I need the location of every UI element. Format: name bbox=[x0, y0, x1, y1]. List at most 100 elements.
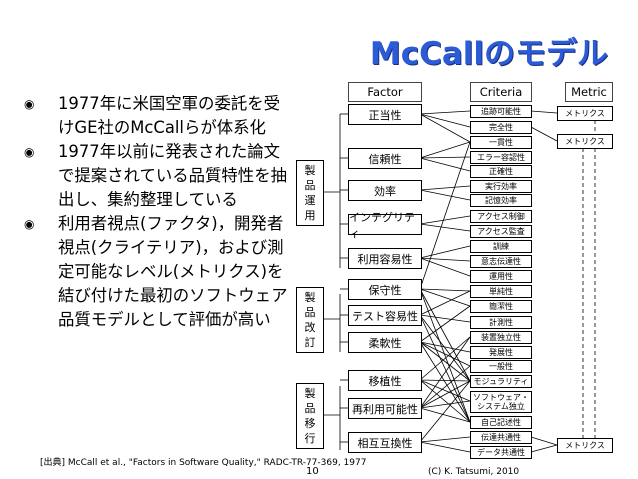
criteria-box: 記憶効率 bbox=[470, 194, 532, 207]
connector-line bbox=[419, 290, 471, 316]
criteria-box: 訓練 bbox=[470, 240, 532, 253]
factor-box: 信頼性 bbox=[348, 148, 422, 169]
factor-box: 保守性 bbox=[348, 279, 422, 300]
bullet-text: 利用者視点(ファクタ)，開発者視点(クライテリア)，および測定可能なレベル(メト… bbox=[58, 214, 288, 329]
connector-line bbox=[530, 444, 558, 453]
bullet-item: ◉ 利用者視点(ファクタ)，開発者視点(クライテリア)，および測定可能なレベル(… bbox=[24, 212, 292, 332]
factor-box: 柔軟性 bbox=[348, 332, 422, 353]
factor-box: テスト容易性 bbox=[348, 305, 422, 326]
criteria-box: 装置独立性 bbox=[470, 331, 532, 344]
connector-line bbox=[530, 436, 558, 446]
criteria-box: 意志伝達性 bbox=[470, 255, 532, 268]
group-label-char: 品 bbox=[304, 306, 316, 319]
connector-line bbox=[530, 110, 558, 114]
connector-line bbox=[419, 185, 471, 191]
criteria-box: アクセス制御 bbox=[470, 210, 532, 223]
bullet-text: 1977年以前に発表された論文で提案されている品質特性を抽出し、集約整理している bbox=[58, 142, 287, 209]
factor-box: 移植性 bbox=[348, 370, 422, 391]
connector-line bbox=[419, 341, 471, 367]
bullet-circle-icon: ◉ bbox=[24, 97, 35, 111]
criteria-box: 完全性 bbox=[470, 121, 532, 134]
connector-line bbox=[419, 400, 471, 409]
criteria-box: アクセス監査 bbox=[470, 225, 532, 238]
group-label-box: 製品運用 bbox=[296, 160, 324, 226]
connector-line bbox=[419, 288, 471, 382]
connector-line bbox=[419, 288, 471, 292]
bullet-circle-icon: ◉ bbox=[24, 217, 35, 231]
criteria-box: 伝達共通性 bbox=[470, 431, 532, 444]
page-number: 10 bbox=[306, 466, 319, 477]
connector-line bbox=[419, 215, 471, 225]
group-label-char: 改 bbox=[304, 321, 316, 334]
criteria-box: 一貫性 bbox=[470, 136, 532, 149]
criteria-box: 運用性 bbox=[470, 270, 532, 283]
criteria-box: エラー容認性 bbox=[470, 151, 532, 164]
group-label-char: 行 bbox=[304, 432, 316, 445]
connector-line bbox=[419, 305, 471, 343]
connector-line bbox=[419, 110, 471, 115]
group-label-char: 品 bbox=[304, 402, 316, 415]
criteria-box: 一般性 bbox=[470, 360, 532, 373]
copyright: (C) K. Tatsumi, 2010 bbox=[428, 467, 520, 477]
connector-line bbox=[419, 441, 471, 453]
connector-line bbox=[419, 336, 471, 381]
connector-line bbox=[419, 314, 471, 323]
connector-line bbox=[419, 113, 471, 143]
connector-line bbox=[419, 380, 471, 409]
connector-line bbox=[419, 156, 471, 159]
connector-line bbox=[419, 314, 471, 423]
factor-box: 再利用可能性 bbox=[348, 398, 422, 419]
connector-line bbox=[419, 257, 471, 277]
connector-line bbox=[419, 223, 471, 232]
connector-line bbox=[419, 379, 471, 402]
group-label-char: 移 bbox=[304, 417, 316, 430]
group-label-box: 製品移行 bbox=[296, 383, 324, 449]
connector-line bbox=[419, 314, 471, 382]
criteria-box: データ共通性 bbox=[470, 446, 532, 459]
connector-line bbox=[419, 341, 471, 423]
source-citation: [出典] McCall et al., "Factors in Software… bbox=[40, 458, 367, 468]
bullet-list: ◉ 1977年に米国空軍の委託を受けGE社のMcCallらが体系化 ◉ 1977… bbox=[24, 92, 292, 332]
group-label-char: 製 bbox=[304, 387, 316, 400]
connector-line bbox=[419, 245, 471, 259]
criteria-box: 計測性 bbox=[470, 316, 532, 329]
metric-box: メトリクス bbox=[557, 438, 613, 453]
connector-line bbox=[419, 189, 471, 201]
slide-title: McCallのモデル bbox=[369, 36, 608, 72]
factor-box: 相互互換性 bbox=[348, 432, 422, 453]
connector-line bbox=[419, 436, 471, 443]
criteria-box: 簡潔性 bbox=[470, 300, 532, 313]
connector-line bbox=[530, 126, 558, 142]
connector-line bbox=[419, 341, 471, 353]
factor-box: 利用容易性 bbox=[348, 248, 422, 269]
criteria-box: 単純性 bbox=[470, 285, 532, 298]
criteria-box: 正確性 bbox=[470, 165, 532, 178]
connector-line bbox=[419, 288, 471, 307]
connector-line bbox=[419, 380, 471, 443]
factor-box: 効率 bbox=[348, 180, 422, 201]
bullet-circle-icon: ◉ bbox=[24, 145, 35, 159]
bullet-text: 1977年に米国空軍の委託を受けGE社のMcCallらが体系化 bbox=[58, 94, 281, 137]
connector-line bbox=[419, 336, 471, 409]
connector-line bbox=[419, 379, 471, 423]
group-label-char: 用 bbox=[304, 209, 316, 222]
metric-box: メトリクス bbox=[557, 134, 613, 149]
group-label-char: 製 bbox=[304, 291, 316, 304]
criteria-box: 追跡可能性 bbox=[470, 105, 532, 118]
connector-line bbox=[419, 365, 471, 409]
group-label-box: 製品改訂 bbox=[296, 287, 324, 353]
group-label-char: 製 bbox=[304, 164, 316, 177]
metric-header: Metric bbox=[565, 82, 613, 102]
metric-box: メトリクス bbox=[557, 106, 613, 121]
bullet-item: ◉ 1977年以前に発表された論文で提案されている品質特性を抽出し、集約整理して… bbox=[24, 140, 292, 212]
criteria-box: ソフトウェア・システム独立 bbox=[470, 391, 532, 413]
connector-line bbox=[419, 257, 471, 262]
connector-line bbox=[419, 379, 471, 382]
criteria-box: 自己記述性 bbox=[470, 416, 532, 429]
connector-line bbox=[419, 141, 471, 290]
connector-line bbox=[419, 341, 471, 382]
bullet-item: ◉ 1977年に米国空軍の委託を受けGE社のMcCallらが体系化 bbox=[24, 92, 292, 140]
group-label-char: 運 bbox=[304, 194, 316, 207]
criteria-box: 発展性 bbox=[470, 346, 532, 359]
